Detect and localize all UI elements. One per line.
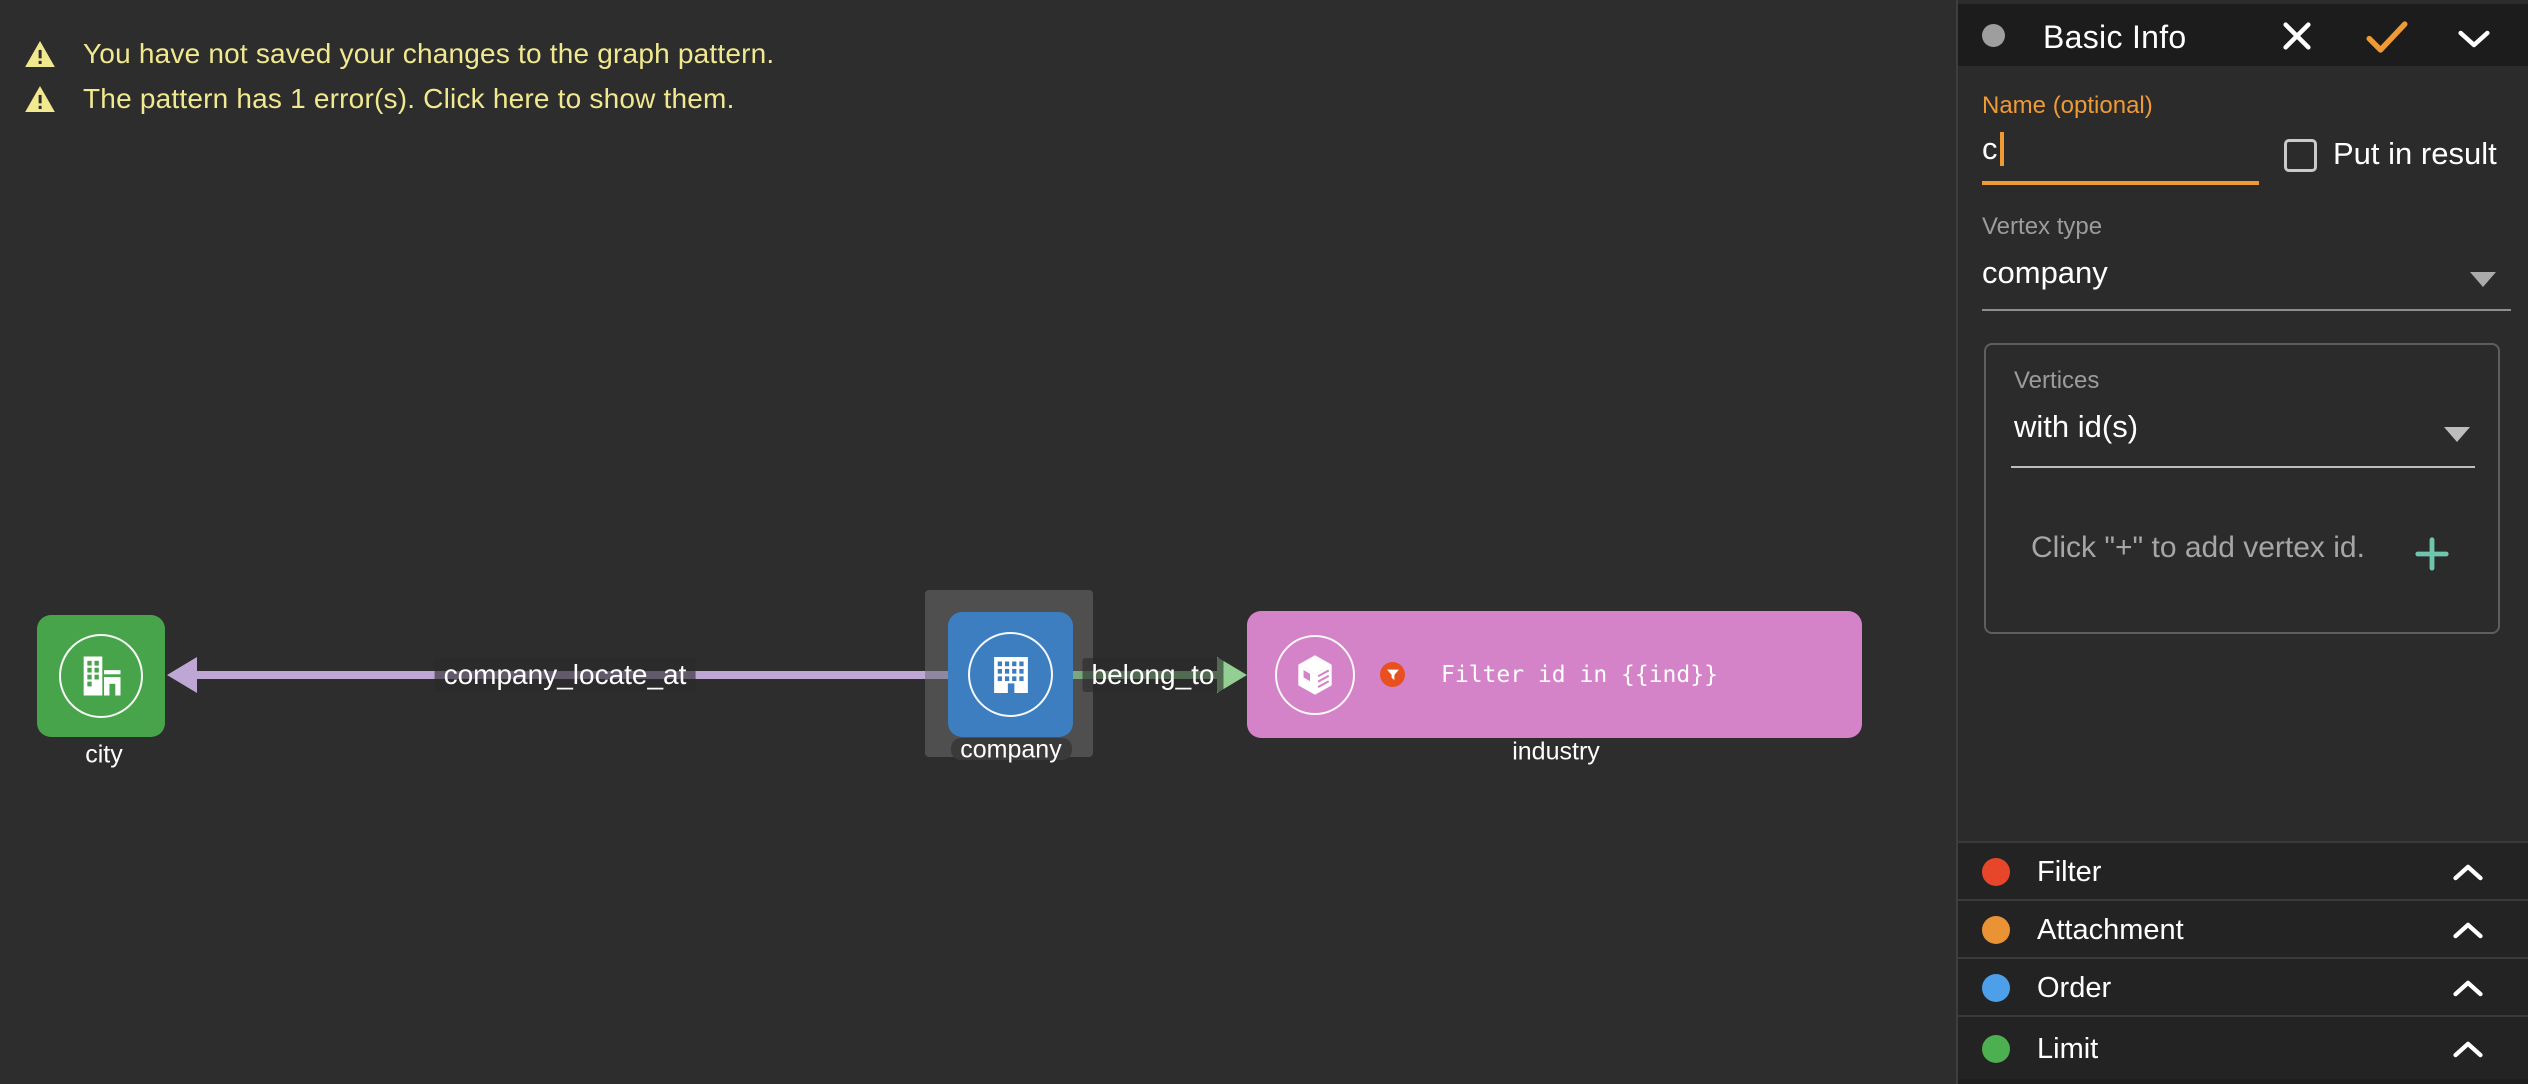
add-vertex-id-hint: Click "+" to add vertex id. (2031, 531, 2365, 564)
node-industry[interactable]: Filter id in {{ind}} (1247, 611, 1862, 738)
section-label: Attachment (2037, 913, 2184, 946)
node-label-company: company (960, 735, 1062, 764)
expand-chevron-icon[interactable] (2453, 1041, 2483, 1058)
confirm-check-icon[interactable] (2366, 20, 2408, 54)
order-dot-icon (1982, 974, 2010, 1002)
error-warning[interactable]: The pattern has 1 error(s). Click here t… (25, 83, 735, 115)
industry-icon (1275, 634, 1355, 715)
vertices-label: Vertices (2014, 367, 2100, 394)
attachment-dot-icon (1982, 916, 2010, 944)
vertex-type-underline (1982, 309, 2511, 311)
node-label-industry: industry (1512, 737, 1600, 766)
dropdown-arrow-icon[interactable] (2444, 427, 2470, 442)
filter-dot-icon (1982, 858, 2010, 886)
section-attachment[interactable]: Attachment (1958, 899, 2528, 959)
filter-badge-icon (1380, 662, 1405, 687)
node-label-city: city (85, 740, 123, 769)
name-input[interactable]: c (1982, 131, 2004, 167)
node-company[interactable] (948, 612, 1073, 737)
name-input-underline (1982, 181, 2259, 185)
node-filter-expression: Filter id in {{ind}} (1441, 661, 1718, 688)
panel-title: Basic Info (2043, 19, 2187, 55)
dropdown-arrow-icon[interactable] (2470, 272, 2496, 287)
section-label: Filter (2037, 855, 2102, 888)
close-icon[interactable] (2280, 19, 2314, 53)
collapse-panel-chevron-icon[interactable] (2458, 30, 2490, 48)
warning-icon (25, 86, 55, 112)
status-dot (1982, 24, 2005, 47)
vertices-box: Vertices with id(s) Click "+" to add ver… (1984, 343, 2500, 634)
unsaved-changes-warning: You have not saved your changes to the g… (25, 38, 774, 70)
arrowhead-right-icon (1217, 657, 1247, 693)
basic-info-panel: Basic Info Name (optional) c Put in resu… (1958, 0, 2528, 1084)
expand-chevron-icon[interactable] (2453, 980, 2483, 997)
panel-divider (1956, 0, 1958, 1084)
expand-chevron-icon[interactable] (2453, 864, 2483, 881)
vertex-type-select[interactable]: company (1982, 255, 2108, 290)
section-label: Order (2037, 971, 2112, 1004)
name-field-label: Name (optional) (1982, 92, 2153, 119)
node-city[interactable] (37, 615, 165, 737)
section-limit[interactable]: Limit (1958, 1015, 2528, 1081)
graph-canvas[interactable]: You have not saved your changes to the g… (0, 0, 1956, 1084)
arrowhead-left-icon (167, 657, 197, 693)
company-label-chip (951, 738, 1072, 760)
error-warning-link[interactable]: The pattern has 1 error(s). Click here t… (83, 83, 735, 114)
warning-icon (25, 41, 55, 67)
edge-line-over-selection (925, 671, 948, 679)
vertex-id-underline (2011, 466, 2475, 468)
section-label: Limit (2037, 1032, 2099, 1065)
section-filter[interactable]: Filter (1958, 841, 2528, 901)
limit-dot-icon (1982, 1035, 2010, 1063)
expand-chevron-icon[interactable] (2453, 922, 2483, 939)
city-icon (59, 634, 143, 718)
add-vertex-id-plus-icon[interactable] (2415, 537, 2449, 571)
section-order[interactable]: Order (1958, 957, 2528, 1017)
put-in-result-checkbox[interactable] (2284, 139, 2317, 172)
panel-bottom-edge (1958, 1079, 2528, 1084)
unsaved-warning-text: You have not saved your changes to the g… (83, 38, 775, 69)
vertex-id-select[interactable]: with id(s) (2014, 409, 2139, 444)
text-caret (1999, 132, 2004, 166)
vertex-type-label: Vertex type (1982, 213, 2103, 240)
panel-header: Basic Info (1958, 4, 2528, 66)
edge-label[interactable]: belong_to (1082, 658, 1224, 692)
put-in-result-label: Put in result (2333, 136, 2497, 171)
edge-label[interactable]: company_locate_at (434, 658, 696, 692)
company-icon (968, 632, 1053, 717)
